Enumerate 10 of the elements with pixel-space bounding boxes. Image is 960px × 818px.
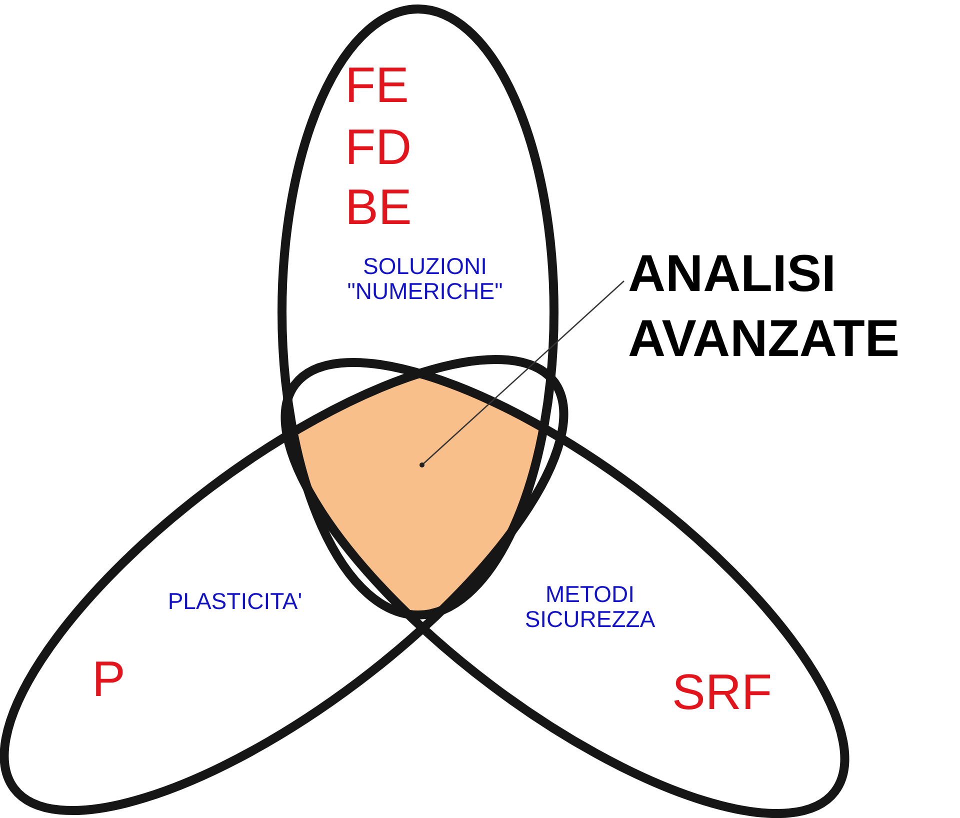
leader-line (420, 280, 624, 468)
set-label: PLASTICITA' (166, 589, 304, 614)
set-label: SOLUZIONI "NUMERICHE" (346, 254, 504, 305)
code-label: FE (345, 58, 409, 113)
code-label: BE (345, 180, 412, 235)
code-label: SRF (672, 665, 772, 720)
title-label: ANALISI AVANZATE (628, 242, 948, 372)
set-label: METODI SICUREZZA (524, 582, 656, 633)
code-label: P (92, 652, 126, 707)
code-label: FD (345, 120, 412, 175)
